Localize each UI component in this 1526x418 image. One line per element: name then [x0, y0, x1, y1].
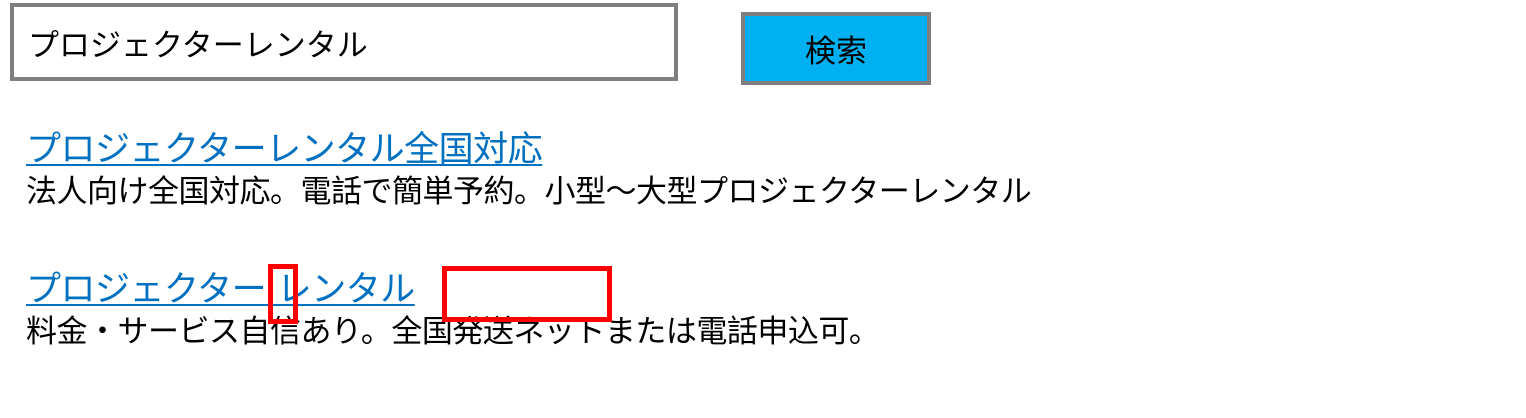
- search-button[interactable]: 検索: [741, 12, 931, 85]
- search-input[interactable]: [10, 3, 678, 81]
- result-title-link[interactable]: プロジェクターレンタル全国対応: [26, 130, 543, 170]
- highlight-box-missing-text: [442, 266, 612, 322]
- result-title-link[interactable]: プロジェクター レンタル: [26, 270, 415, 310]
- search-result-1: プロジェクターレンタル全国対応 法人向け全国対応。電話で簡単予約。小型～大型プロ…: [26, 128, 1032, 212]
- highlight-box-space: [268, 264, 298, 324]
- result-description: 法人向け全国対応。電話で簡単予約。小型～大型プロジェクターレンタル: [26, 174, 1032, 210]
